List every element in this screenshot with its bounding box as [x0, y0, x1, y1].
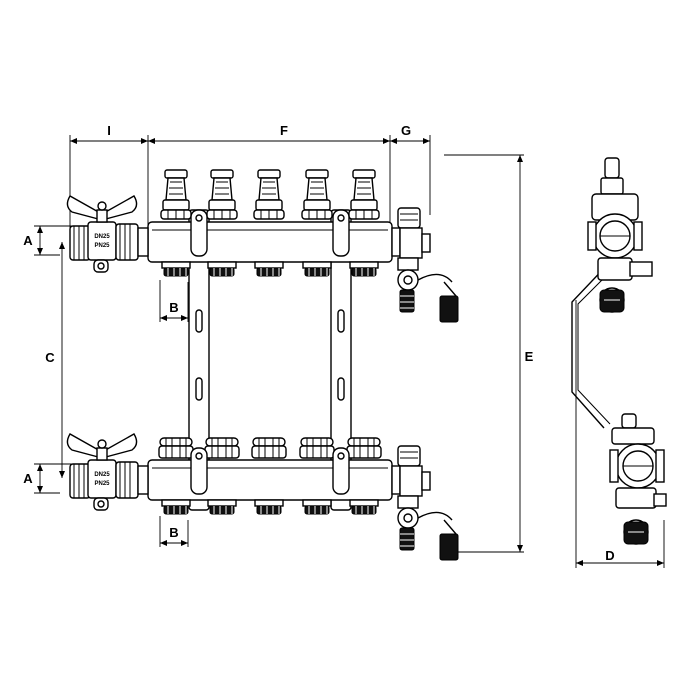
bottom-manifold: DN25 PN25 [66, 433, 459, 561]
dim-label-i: I [107, 123, 111, 138]
valve-marking-pn-bottom: PN25 [94, 481, 110, 487]
side-view-bottom-assembly [609, 413, 667, 545]
dim-label-a-bottom: A [23, 471, 33, 486]
side-view [571, 157, 667, 545]
valve-marking-pn-top: PN25 [94, 243, 110, 249]
dim-label-c: C [45, 350, 55, 365]
dimension-lines [34, 135, 665, 568]
top-bar [147, 221, 393, 263]
front-view: DN25 PN25 [66, 169, 459, 561]
dim-label-b-top: B [169, 300, 178, 315]
valve-marking-dn-bottom: DN25 [94, 472, 110, 478]
dim-label-b-bottom: B [169, 525, 178, 540]
dim-label-f: F [280, 123, 288, 138]
dim-label-e: E [525, 349, 534, 364]
dim-label-d: D [605, 548, 614, 563]
side-view-top-assembly [587, 157, 653, 313]
dim-label-g: G [401, 123, 411, 138]
dim-label-a-top: A [23, 233, 33, 248]
top-air-vent-drain [397, 207, 459, 323]
top-inlet-ball-valve: DN25 PN25 [66, 195, 149, 273]
bottom-bar [147, 459, 393, 501]
bottom-air-vent-drain [397, 445, 459, 561]
top-manifold: DN25 PN25 [66, 169, 459, 323]
dimension-labels: I F G A A C B B E D [23, 121, 615, 563]
bottom-inlet-ball-valve: DN25 PN25 [66, 433, 149, 511]
valve-marking-dn-top: DN25 [94, 234, 110, 240]
